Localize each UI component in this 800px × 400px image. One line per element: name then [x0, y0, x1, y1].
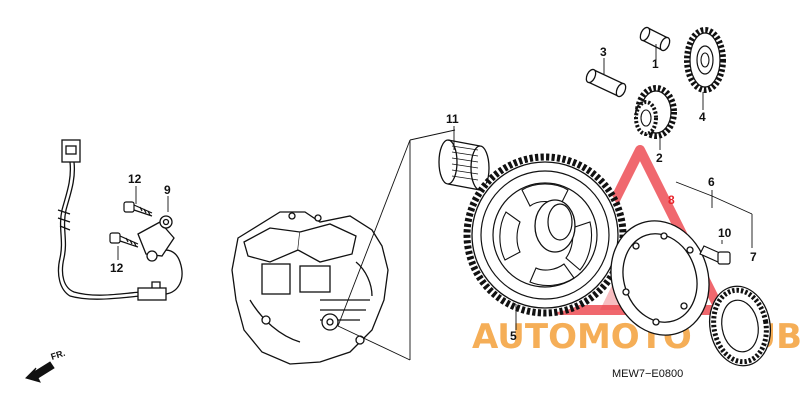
front-direction-indicator: FR. — [25, 348, 67, 383]
callout-4: 4 — [699, 110, 706, 124]
callout-7: 7 — [750, 250, 757, 264]
callout-11: 11 — [446, 112, 459, 126]
engine-block — [231, 211, 389, 365]
callout-3: 3 — [600, 45, 607, 59]
diagram-code: MEW7−E0800 — [612, 368, 683, 380]
leader-lines — [337, 129, 456, 361]
idle-shaft-3 — [585, 68, 627, 98]
callout-2: 2 — [656, 151, 663, 165]
front-direction-label: FR. — [50, 348, 67, 362]
callout-10: 10 — [718, 226, 732, 240]
idle-shaft-1 — [639, 26, 671, 52]
callout-6: 6 — [708, 175, 715, 189]
clutch-outer — [610, 220, 710, 336]
callout-labels: 1 2 3 4 5 6 7 8 9 10 11 12 12 — [110, 45, 757, 343]
bolt-12-lower — [109, 232, 139, 248]
starter-driven-gear — [463, 153, 627, 317]
callout-9: 9 — [164, 183, 171, 197]
sensor-bracket — [137, 215, 175, 262]
bolt-12-upper — [123, 201, 153, 217]
sensor-harness — [57, 139, 183, 301]
idle-gear-2 — [634, 85, 677, 139]
callout-8: 8 — [668, 193, 675, 207]
callout-bracket-6 — [675, 181, 753, 248]
bolt-10 — [699, 245, 731, 265]
callout-12-lower: 12 — [110, 261, 124, 275]
callout-leaders — [117, 44, 723, 330]
callout-12-upper: 12 — [128, 172, 142, 186]
callout-1: 1 — [652, 57, 659, 71]
one-way-clutch — [709, 285, 771, 367]
callout-5: 5 — [510, 329, 517, 343]
needle-bearing — [438, 139, 490, 191]
idle-gear-4 — [684, 27, 726, 93]
